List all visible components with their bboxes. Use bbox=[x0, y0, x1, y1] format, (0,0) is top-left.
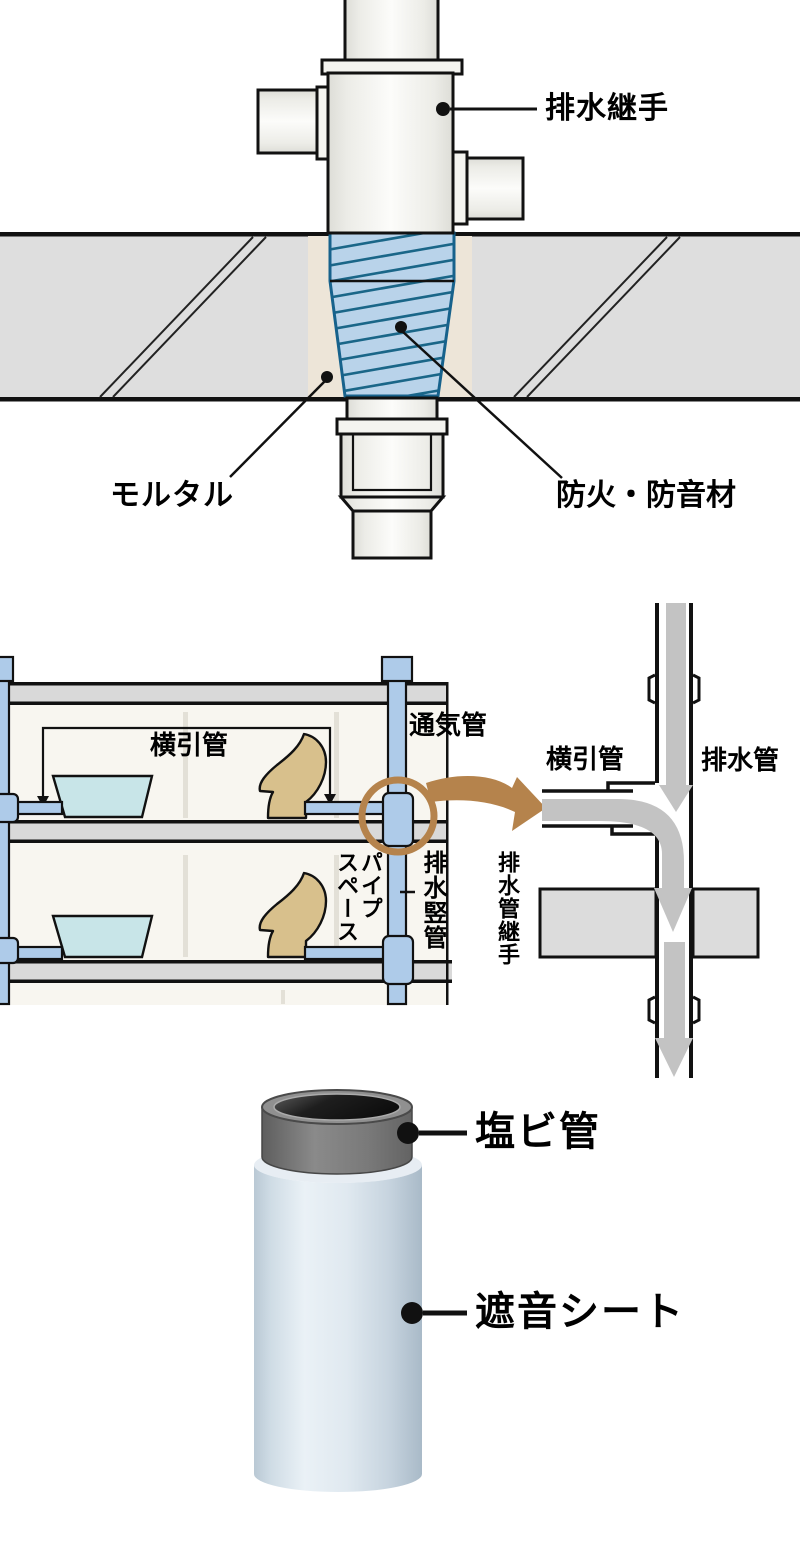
drain-pipe-label: 排水管 bbox=[701, 745, 780, 775]
drain-fitting bbox=[256, 0, 525, 235]
fitting-body bbox=[326, 71, 455, 235]
toilet bbox=[258, 871, 328, 959]
drain-fitting-label: 排水継手 bbox=[545, 92, 669, 125]
fixtures bbox=[51, 732, 328, 959]
figure3-leaders bbox=[397, 1122, 467, 1324]
mortar-label: モルタル bbox=[110, 479, 234, 512]
building-slabs bbox=[0, 682, 452, 1005]
coupling-flange bbox=[335, 417, 449, 436]
pvc-pipe-label: 塩ビ管 bbox=[475, 1110, 601, 1154]
pipe-hub-joints bbox=[647, 673, 701, 1025]
vent-pipe-label: 通気管 bbox=[409, 710, 488, 740]
leader-dot-pvc bbox=[397, 1122, 419, 1144]
coupling-taper bbox=[337, 495, 447, 513]
drain-riser-stack bbox=[380, 655, 415, 1006]
toilet bbox=[258, 732, 328, 820]
wash-basin bbox=[51, 774, 154, 819]
leader-dot-mortar bbox=[321, 371, 333, 383]
riser-top-collar bbox=[380, 655, 414, 683]
slab-hatch-lines bbox=[99, 236, 681, 398]
fireproof-material bbox=[328, 231, 456, 398]
figure2-canvas bbox=[0, 603, 760, 1078]
detail-branch-lines bbox=[542, 781, 655, 836]
leader-lines bbox=[229, 102, 563, 479]
flow-arrows bbox=[542, 603, 693, 1077]
right-branch-pipe bbox=[465, 156, 525, 221]
drain-fitting-vertical-label: 排水管継手 bbox=[495, 851, 520, 966]
pipe-space-label: パイプ スペース bbox=[334, 851, 383, 943]
fireproof-label: 防火・防音材 bbox=[556, 479, 736, 512]
coupling-socket bbox=[339, 432, 445, 499]
wash-basin bbox=[51, 914, 154, 959]
figure1-canvas bbox=[0, 0, 800, 560]
detail-pipe-walls bbox=[655, 603, 693, 1078]
insulation-sheet-cylinder bbox=[254, 1147, 422, 1492]
partition-walls bbox=[183, 712, 339, 1004]
leader-dot-fitting bbox=[436, 102, 450, 116]
horizontal-branch-pipes bbox=[4, 800, 391, 961]
figure3-canvas bbox=[254, 1089, 467, 1492]
insulation-sheet-label: 遮音シート bbox=[475, 1290, 685, 1334]
left-stack bbox=[0, 655, 20, 1006]
zoom-arrow bbox=[426, 775, 546, 831]
lower-pipe-coupling bbox=[335, 396, 449, 560]
branch-pipe-label: 横引管 bbox=[150, 730, 229, 760]
riser-pipe-top bbox=[343, 0, 440, 64]
detail-branch-pipe-label: 横引管 bbox=[546, 744, 625, 774]
drain-stack-label: 排水竪管 bbox=[419, 850, 446, 950]
leader-dot-sheet bbox=[401, 1302, 423, 1324]
pvc-pipe bbox=[261, 1089, 413, 1175]
building-right-edge bbox=[446, 682, 449, 1005]
leader-dot-fireproof bbox=[395, 321, 407, 333]
pipe-opening bbox=[273, 1093, 401, 1121]
riser-tee-fitting bbox=[381, 791, 415, 848]
zoom-circle bbox=[358, 776, 438, 856]
riser-tee-fitting bbox=[381, 934, 415, 986]
junction-detail bbox=[538, 603, 760, 1078]
left-branch-pipe bbox=[256, 88, 320, 155]
